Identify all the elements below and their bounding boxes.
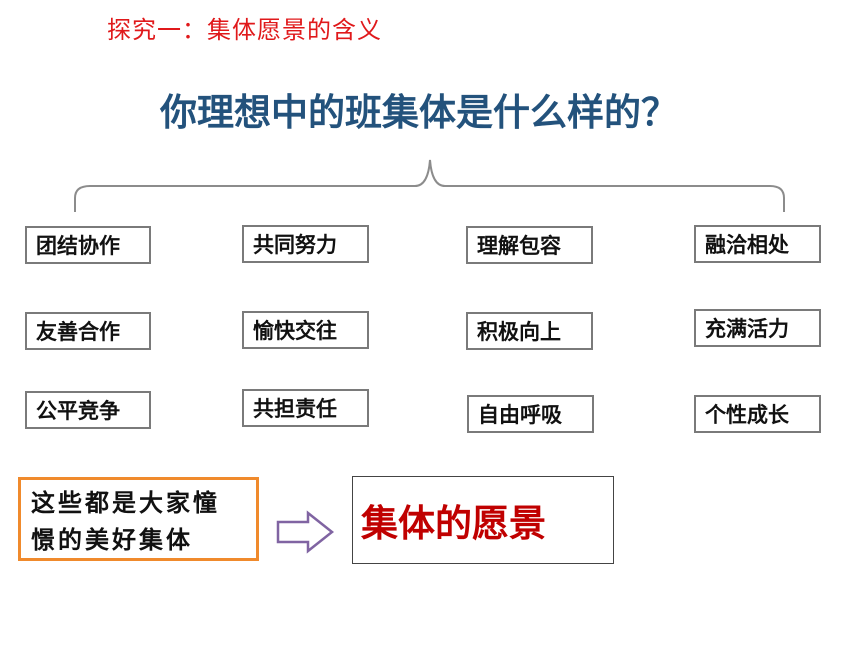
trait-box: 愉快交往 (242, 311, 369, 349)
question-heading: 你理想中的班集体是什么样的？ (160, 91, 678, 134)
trait-box: 共担责任 (242, 389, 369, 427)
trait-box: 理解包容 (466, 226, 593, 264)
trait-box: 公平竞争 (25, 391, 151, 429)
right-arrow-icon (276, 510, 335, 554)
conclusion-text: 集体的愿景 (361, 502, 546, 545)
trait-box: 充满活力 (694, 309, 821, 347)
curly-brace-connector (74, 159, 785, 212)
note-line: 这些都是大家憧 (31, 488, 220, 517)
trait-box: 自由呼吸 (467, 395, 594, 433)
conclusion-box: 集体的愿景 (352, 476, 614, 564)
note-box: 这些都是大家憧 憬的美好集体 (18, 477, 259, 561)
trait-box: 积极向上 (466, 312, 593, 350)
note-line: 憬的美好集体 (31, 525, 193, 554)
trait-box: 融洽相处 (694, 225, 821, 263)
section-title: 探究一：集体愿景的含义 (107, 16, 382, 44)
trait-box: 共同努力 (242, 225, 369, 263)
trait-box: 个性成长 (694, 395, 821, 433)
trait-box: 友善合作 (25, 312, 151, 350)
trait-box: 团结协作 (25, 226, 151, 264)
